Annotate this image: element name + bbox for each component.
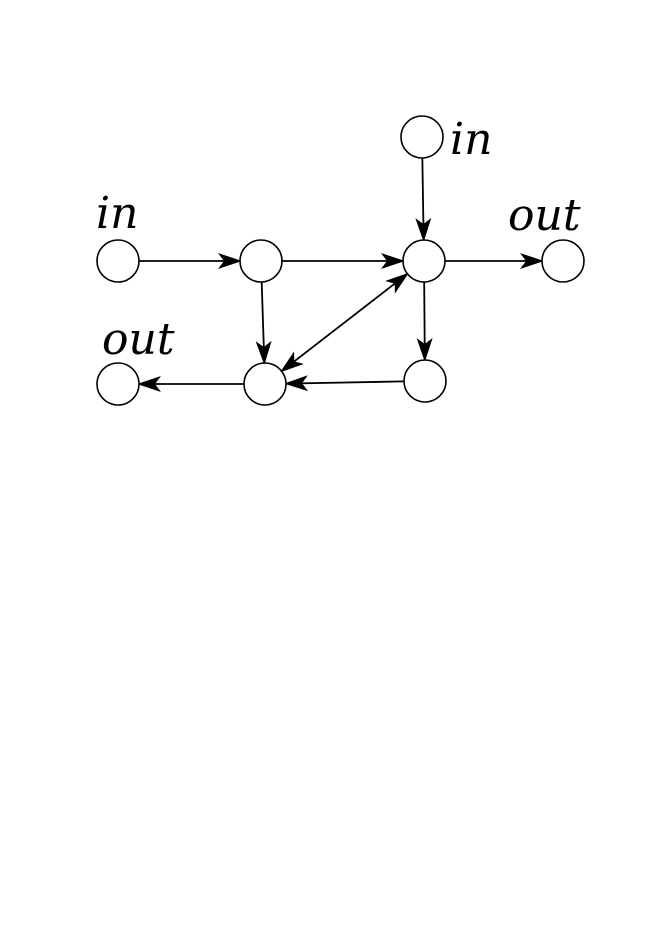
node-in-left bbox=[96, 239, 140, 283]
node-bottom-right bbox=[403, 359, 447, 403]
node-circle bbox=[96, 362, 140, 406]
node-circle bbox=[243, 362, 287, 406]
edge-in-top-to-hub bbox=[415, 157, 432, 243]
node-hub bbox=[402, 239, 446, 283]
label-in-top: in bbox=[450, 114, 493, 165]
node-circle bbox=[400, 115, 444, 159]
edge-hub-to-bottom-mid bbox=[280, 272, 409, 373]
node-in-top bbox=[400, 115, 444, 159]
edge-line bbox=[415, 157, 432, 243]
node-circle bbox=[541, 239, 585, 283]
node-circle bbox=[403, 359, 447, 403]
edge-line bbox=[255, 281, 272, 366]
node-bottom-mid bbox=[243, 362, 287, 406]
edge-line bbox=[280, 272, 409, 373]
edge-line bbox=[283, 375, 405, 392]
label-out-right: out bbox=[508, 190, 581, 241]
edges bbox=[137, 157, 544, 392]
edge-line bbox=[416, 281, 433, 363]
node-mid-left bbox=[239, 239, 283, 283]
node-out-right bbox=[541, 239, 585, 283]
label-out-left: out bbox=[102, 314, 175, 365]
node-circle bbox=[96, 239, 140, 283]
node-circle bbox=[402, 239, 446, 283]
node-out-left bbox=[96, 362, 140, 406]
node-circle bbox=[239, 239, 283, 283]
nodes bbox=[96, 115, 585, 406]
label-in-left: in bbox=[96, 188, 139, 239]
edge-mid-left-to-bottom-mid bbox=[255, 281, 272, 366]
edge-bottom-right-to-bottom-mid bbox=[283, 375, 405, 392]
edge-hub-to-bottom-right bbox=[416, 281, 433, 363]
